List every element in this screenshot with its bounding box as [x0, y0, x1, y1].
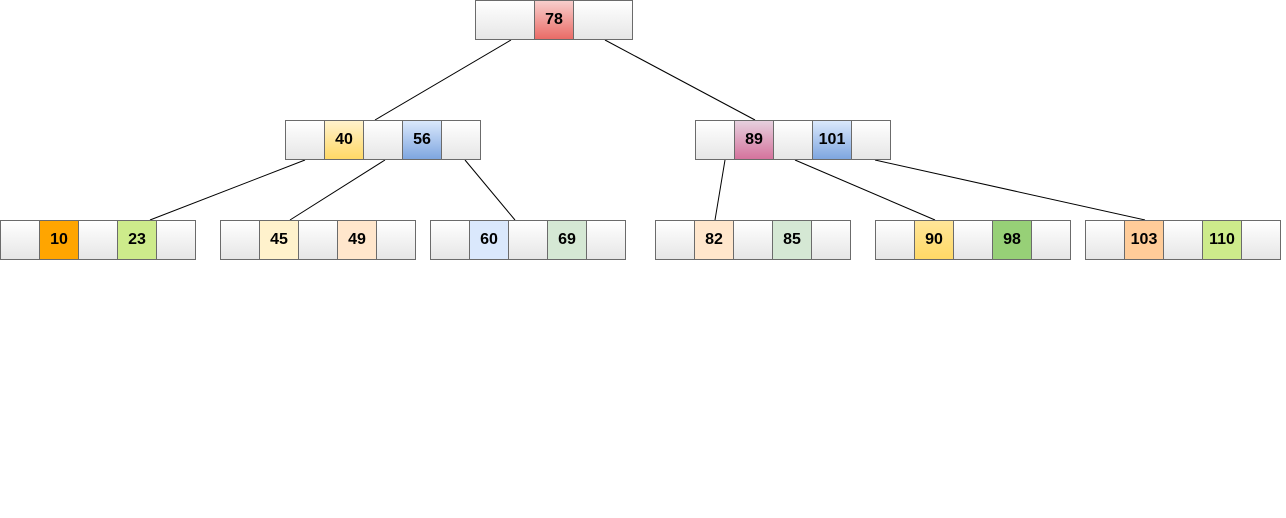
edge-internal-1-to-leaf-1	[149, 159, 306, 221]
leaf-2-key-49: 49	[337, 220, 377, 260]
leaf-5-pointer-3	[1031, 220, 1071, 260]
leaf-5-pointer-1	[875, 220, 915, 260]
leaf-4-pointer-2	[733, 220, 773, 260]
leaf-4-pointer-1	[655, 220, 695, 260]
leaf-node-6: 103 110	[1085, 220, 1281, 260]
root-node: 78	[475, 0, 633, 40]
leaf-1-key-23: 23	[117, 220, 157, 260]
leaf-node-5: 90 98	[875, 220, 1071, 260]
leaf-5-pointer-2	[953, 220, 993, 260]
leaf-node-2: 45 49	[220, 220, 416, 260]
leaf-2-pointer-3	[376, 220, 416, 260]
leaf-6-pointer-2	[1163, 220, 1203, 260]
internal-1-pointer-2	[363, 120, 403, 160]
edge-internal-2-to-leaf-5	[794, 159, 936, 221]
leaf-4-pointer-3	[811, 220, 851, 260]
internal-2-key-89: 89	[734, 120, 774, 160]
leaf-6-key-103: 103	[1124, 220, 1164, 260]
root-key-78: 78	[534, 0, 574, 40]
leaf-2-pointer-1	[220, 220, 260, 260]
internal-2-pointer-1	[695, 120, 735, 160]
leaf-1-key-10: 10	[39, 220, 79, 260]
leaf-4-key-85: 85	[772, 220, 812, 260]
leaf-2-pointer-2	[298, 220, 338, 260]
internal-2-pointer-2	[773, 120, 813, 160]
leaf-node-4: 82 85	[655, 220, 851, 260]
internal-node-1: 40 56	[285, 120, 481, 160]
internal-node-2: 89 101	[695, 120, 891, 160]
internal-2-key-101: 101	[812, 120, 852, 160]
leaf-1-pointer-2	[78, 220, 118, 260]
leaf-4-key-82: 82	[694, 220, 734, 260]
leaf-3-pointer-3	[586, 220, 626, 260]
leaf-1-pointer-3	[156, 220, 196, 260]
leaf-6-pointer-1	[1085, 220, 1125, 260]
edge-root-to-internal-1	[374, 39, 512, 121]
leaf-node-3: 60 69	[430, 220, 626, 260]
leaf-2-key-45: 45	[259, 220, 299, 260]
leaf-3-key-60: 60	[469, 220, 509, 260]
internal-1-pointer-1	[285, 120, 325, 160]
leaf-1-pointer-1	[0, 220, 40, 260]
leaf-6-pointer-3	[1241, 220, 1281, 260]
internal-1-pointer-3	[441, 120, 481, 160]
edge-internal-1-to-leaf-2	[289, 159, 386, 221]
leaf-3-pointer-1	[430, 220, 470, 260]
leaf-3-key-69: 69	[547, 220, 587, 260]
edge-internal-1-to-leaf-3	[464, 159, 516, 221]
leaf-5-key-90: 90	[914, 220, 954, 260]
edge-internal-2-to-leaf-6	[874, 159, 1146, 221]
edge-internal-2-to-leaf-4	[714, 159, 726, 221]
internal-2-pointer-3	[851, 120, 891, 160]
leaf-6-key-110: 110	[1202, 220, 1242, 260]
leaf-node-1: 10 23	[0, 220, 196, 260]
internal-1-key-56: 56	[402, 120, 442, 160]
edge-root-to-internal-2	[604, 39, 756, 121]
root-pointer-left	[475, 0, 535, 40]
root-pointer-right	[573, 0, 633, 40]
internal-1-key-40: 40	[324, 120, 364, 160]
leaf-5-key-98: 98	[992, 220, 1032, 260]
leaf-3-pointer-2	[508, 220, 548, 260]
